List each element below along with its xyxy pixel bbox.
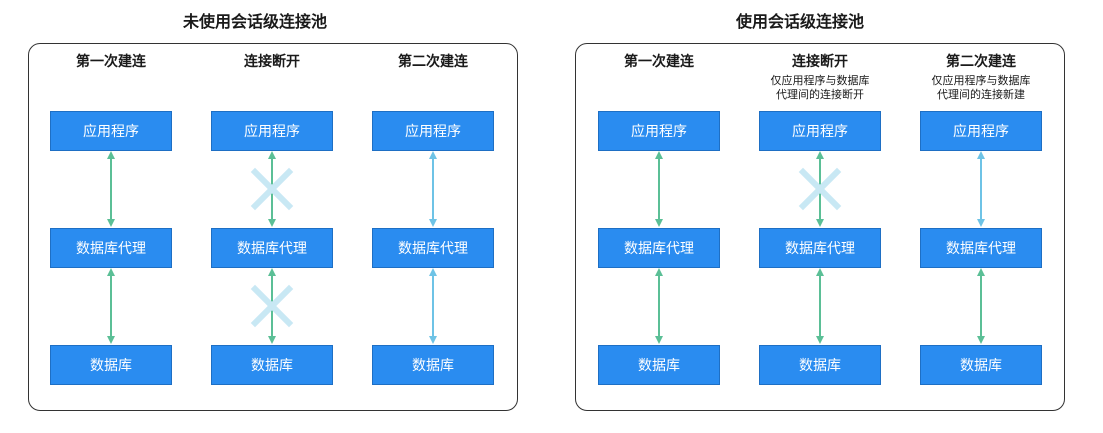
left-col1-heading: 第一次建连 [76, 54, 146, 70]
right-col3-app-box: 应用程序 [920, 111, 1042, 151]
left-col3-heading: 第二次建连 [398, 54, 468, 70]
right-col2-heading: 连接断开 [792, 54, 848, 70]
left-col3-db-box: 数据库 [372, 345, 494, 385]
left-col1-proxy-box: 数据库代理 [50, 228, 172, 268]
right-col3-note: 仅应用程序与数据库 代理间的连接新建 [906, 74, 1056, 102]
right-col2-proxy-box: 数据库代理 [759, 228, 881, 268]
right-col2-note-line2: 代理间的连接断开 [776, 88, 864, 101]
right-col3-heading: 第二次建连 [946, 54, 1016, 70]
left-col3-app-box: 应用程序 [372, 111, 494, 151]
left-col2-heading: 连接断开 [244, 54, 300, 70]
left-panel [28, 43, 518, 411]
right-col3-note-line2: 代理间的连接新建 [937, 88, 1025, 101]
right-panel [575, 43, 1065, 411]
right-col1-db-box: 数据库 [598, 345, 720, 385]
right-col2-note-line1: 仅应用程序与数据库 [770, 74, 870, 87]
right-panel-title: 使用会话级连接池 [735, 12, 864, 31]
left-panel-title: 未使用会话级连接池 [182, 12, 327, 31]
right-col2-app-box: 应用程序 [759, 111, 881, 151]
left-col1-db-box: 数据库 [50, 345, 172, 385]
right-col3-proxy-box: 数据库代理 [920, 228, 1042, 268]
left-col2-bottom-break-mark [250, 284, 294, 328]
left-col1-app-box: 应用程序 [50, 111, 172, 151]
left-col3-proxy-box: 数据库代理 [372, 228, 494, 268]
right-col1-app-box: 应用程序 [598, 111, 720, 151]
left-col2-top-break-mark [250, 167, 294, 211]
left-col2-db-box: 数据库 [211, 345, 333, 385]
right-col1-proxy-box: 数据库代理 [598, 228, 720, 268]
right-col3-note-line1: 仅应用程序与数据库 [931, 74, 1031, 87]
right-col2-db-box: 数据库 [759, 345, 881, 385]
right-col2-note: 仅应用程序与数据库 代理间的连接断开 [745, 74, 895, 102]
right-col3-db-box: 数据库 [920, 345, 1042, 385]
right-col1-heading: 第一次建连 [624, 54, 694, 70]
left-col2-app-box: 应用程序 [211, 111, 333, 151]
right-col2-break-mark [798, 167, 842, 211]
left-col2-proxy-box: 数据库代理 [211, 228, 333, 268]
